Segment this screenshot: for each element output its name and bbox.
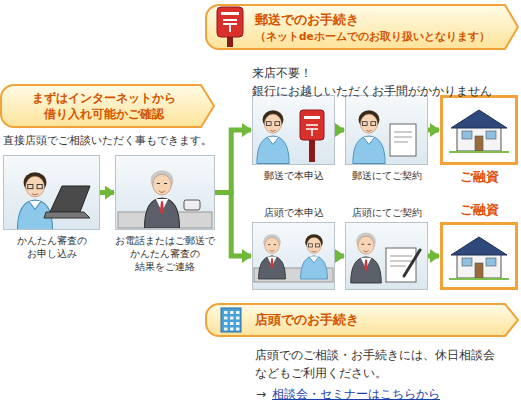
flow-arrow	[428, 254, 439, 259]
step-box: かんたん審査の お申し込み	[3, 155, 100, 260]
mailbox-icon	[217, 7, 243, 47]
link-arrow: →	[256, 385, 272, 403]
banner-outline	[1, 85, 214, 127]
banner-outline	[206, 304, 518, 336]
mail-apply-scene	[257, 110, 324, 164]
flow-arrow	[428, 128, 439, 133]
flow-arrow	[335, 254, 344, 259]
art-shape	[300, 234, 327, 279]
step-caption: かんたん審査の お申し込み	[3, 234, 100, 260]
banner-outline	[206, 5, 518, 49]
step-caption: 店頭にてご契約	[345, 206, 428, 219]
step-box: 郵送にてご契約	[345, 95, 428, 182]
art-shape	[309, 140, 315, 162]
art-shape	[304, 116, 320, 119]
art-shape	[258, 234, 285, 279]
art-shape	[144, 170, 179, 228]
picture-frame	[345, 95, 428, 165]
banner-subtitle: （ネットdeホームでのお取り扱いとなります）	[255, 29, 490, 43]
building-icon	[221, 308, 241, 332]
loan-box: ご融資	[440, 95, 518, 186]
picture-frame	[3, 155, 100, 230]
step-box: 郵送で本申込	[252, 95, 335, 182]
loan-picture-frame	[440, 95, 518, 165]
art-shape	[184, 200, 200, 210]
section-banner: 店頭でのお手続き	[205, 303, 519, 337]
banner-text-box: まずはインターネットから 借り入れ可能かご確認	[0, 84, 215, 128]
picture-frame	[115, 155, 215, 230]
step-caption: 郵送にてご契約	[345, 169, 428, 182]
banner-shape	[0, 84, 215, 128]
art-shape	[351, 233, 382, 283]
art-shape	[306, 125, 318, 136]
step-caption: お電話またはご郵送で かんたん審査の 結果をご連絡	[115, 234, 215, 273]
art-shape	[345, 95, 428, 165]
laptop-scene	[17, 172, 90, 230]
loan-box: ご融資	[440, 202, 518, 290]
caption-box: 店頭にてご契約	[345, 206, 428, 222]
banner-text-box: 店頭でのお手続き	[205, 303, 519, 337]
art-shape	[50, 186, 90, 212]
banner-title: 店頭でのお手続き	[255, 311, 359, 329]
art-shape	[17, 172, 52, 230]
caption-box: お電話またはご郵送で かんたん審査の 結果をご連絡	[115, 230, 215, 273]
art-shape	[252, 222, 335, 290]
art-shape	[44, 212, 90, 218]
loan-caption: ご融資	[440, 202, 518, 219]
step-caption: 店頭で本申込	[252, 206, 335, 219]
section-banner: まずはインターネットから 借り入れ可能かご確認	[0, 84, 215, 128]
caption-box: かんたん審査の お申し込み	[3, 230, 100, 260]
loan-picture-frame	[440, 222, 518, 290]
flow-arrow	[215, 130, 251, 193]
art-shape	[115, 155, 215, 230]
art-shape	[257, 110, 289, 163]
flow-arrow	[215, 193, 251, 257]
note-text: 直接店頭でご相談いただく事もできます。	[3, 133, 219, 150]
art-shape	[353, 110, 385, 163]
art-shape	[3, 155, 100, 230]
banner-shape	[205, 303, 519, 337]
banner-text-box: 郵送でのお手続き（ネットdeホームでのお取り扱いとなります）	[205, 4, 519, 50]
step-caption: 郵送で本申込	[252, 169, 335, 182]
caption-box: 郵送にてご契約	[345, 165, 428, 182]
mail-contract-scene	[353, 110, 416, 163]
banner-shape	[205, 4, 519, 50]
art-shape	[394, 132, 412, 142]
house-picture	[449, 110, 509, 153]
note-text: 店頭でのご相談・お手続きには、休日相談会 などもご利用ください。	[255, 346, 513, 382]
shop-contract-scene	[351, 233, 420, 283]
art-shape	[404, 250, 420, 276]
step-box: お電話またはご郵送で かんたん審査の 結果をご連絡	[115, 155, 215, 273]
link-text: 相談会・セミナーはこちらから	[272, 385, 512, 403]
step-box: 店頭にてご契約	[345, 206, 428, 290]
loan-caption: ご融資	[440, 169, 518, 186]
caption-box: 郵送で本申込	[252, 165, 335, 182]
art-shape	[390, 124, 416, 156]
flow-arrow	[100, 190, 114, 195]
step-box: 店頭で本申込	[252, 206, 335, 290]
section-banner: 郵送でのお手続き（ネットdeホームでのお取り扱いとなります）	[205, 4, 519, 50]
picture-frame	[252, 95, 335, 165]
caption-box: ご融資	[440, 202, 518, 222]
banner-title: 郵送でのお手続き	[255, 11, 359, 29]
banner-title: まずはインターネットから 借り入れ可能かご確認	[8, 90, 199, 122]
house-picture	[449, 237, 509, 280]
art-shape	[300, 110, 324, 140]
caption-box: ご融資	[440, 165, 518, 186]
art-shape	[252, 95, 335, 165]
shop-apply-scene	[254, 234, 333, 282]
art-shape	[390, 256, 412, 266]
caption-box: 店頭で本申込	[252, 206, 335, 222]
note-text: 来店不要！ 銀行にお越しいただくお手間がかかりません	[252, 64, 514, 100]
art-shape	[345, 222, 428, 290]
flow-arrow	[335, 128, 344, 133]
art-shape	[440, 222, 518, 290]
picture-frame	[345, 222, 428, 290]
picture-frame	[252, 222, 335, 290]
phone-scene	[118, 170, 212, 228]
art-shape	[440, 95, 518, 165]
